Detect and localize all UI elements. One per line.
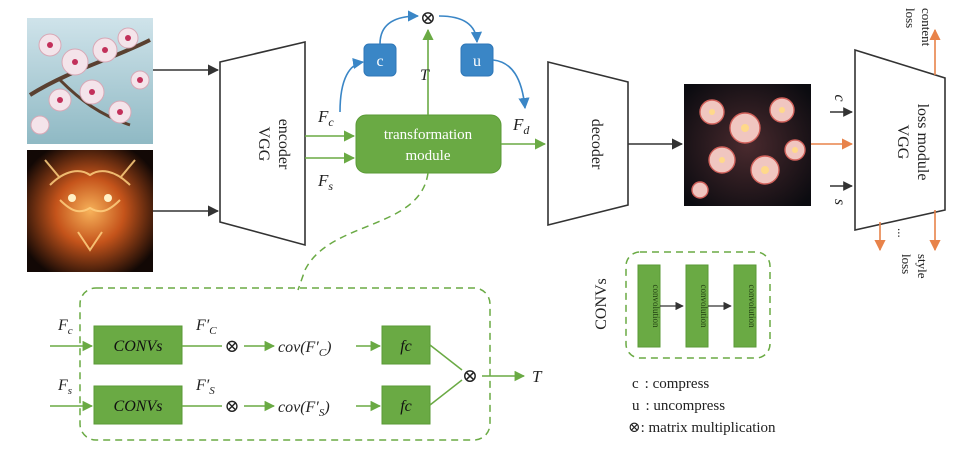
encoder-label-vgg: VGG — [255, 127, 272, 162]
top-multiply-icon: ⊗ — [420, 8, 436, 29]
convs-block-c-label: CONVs — [114, 338, 163, 355]
cov-s-label: cov(F′S) — [278, 399, 330, 419]
conv-layer-2: convolution — [685, 264, 709, 348]
vgg-encoder: VGG encoder — [219, 40, 306, 247]
t-label: T — [420, 67, 430, 84]
final-multiply-icon: ⊗ — [462, 366, 478, 387]
compress-to-multiply-path — [379, 10, 420, 45]
compress-box: c — [363, 43, 397, 77]
fc-c-merge-line — [429, 344, 463, 371]
fc-block-s: fc — [381, 385, 431, 425]
detail-fc-input-label: Fc — [57, 317, 73, 337]
fc-label: Fc — [317, 107, 334, 129]
transformation-label-line1: transformation — [384, 127, 473, 143]
c-input-label: c — [831, 94, 848, 101]
multiply-s-icon: ⊗ — [224, 396, 239, 416]
transformation-label-line2: module — [406, 148, 451, 164]
t-output-label: T — [532, 367, 543, 386]
style-loss-dots: ... — [895, 228, 910, 238]
legend-uncompress: u: uncompress — [632, 398, 725, 414]
style-loss-label-1: style — [915, 254, 930, 279]
conv-layer-1-label: convolution — [651, 285, 661, 328]
decoder-label: decoder — [588, 119, 605, 170]
s-input-label: s — [831, 199, 848, 205]
fc-s-merge-line — [429, 379, 463, 406]
style-loss-label-2: loss — [899, 254, 914, 274]
compress-label: c — [376, 53, 383, 70]
decoder: decoder — [547, 60, 629, 227]
conv-layer-3: convolution — [733, 264, 757, 348]
cov-c-label: cov(F′C) — [278, 339, 331, 359]
detail-connector — [297, 172, 429, 291]
loss-module-label-vgg: VGG — [894, 125, 911, 160]
detail-fs-input-label: Fs — [57, 377, 72, 397]
convs-legend: CONVs convolution convolution convolutio… — [593, 251, 771, 359]
style-image — [27, 150, 153, 272]
output-image — [684, 84, 811, 206]
loss-module-label-loss: loss module — [914, 104, 931, 181]
fc-block-c: fc — [381, 325, 431, 365]
fs-label: Fs — [317, 171, 333, 193]
legend-compress: c: compress — [632, 376, 709, 392]
fc-block-s-label: fc — [400, 398, 412, 415]
convs-block-s-label: CONVs — [114, 398, 163, 415]
content-loss-label-1: content — [919, 8, 934, 47]
fc-block-c-label: fc — [400, 338, 412, 355]
multiply-c-icon: ⊗ — [224, 336, 239, 356]
encoder-label-encoder: encoder — [275, 119, 292, 170]
content-image — [27, 18, 153, 144]
vgg-loss-module: VGG loss module — [854, 48, 946, 231]
fc-to-compress-path — [339, 58, 365, 113]
symbol-legend: c: compress u: uncompress ⊗: matrix mult… — [628, 376, 776, 436]
fs-prime-label: F′S — [195, 377, 215, 397]
transformation-detail-panel: Fc CONVs F′C ⊗ cov(F′C) fc Fs CONVs F′S … — [50, 287, 543, 441]
fc-prime-label: F′C — [195, 317, 217, 337]
conv-layer-3-label: convolution — [747, 285, 757, 328]
legend-multiply: ⊗: matrix multiplication — [628, 420, 776, 436]
convs-block-c: CONVs — [93, 325, 183, 365]
uncompress-label: u — [473, 53, 481, 70]
uncompress-box: u — [460, 43, 494, 77]
content-loss-label-2: loss — [903, 8, 918, 28]
fd-label: Fd — [512, 115, 530, 137]
conv-layer-2-label: convolution — [699, 285, 709, 328]
conv-layer-1: convolution — [637, 264, 661, 348]
convs-legend-title: CONVs — [593, 278, 610, 330]
uncompress-to-fd-path — [492, 59, 530, 110]
transformation-module: transformation module — [355, 114, 502, 174]
convs-block-s: CONVs — [93, 385, 183, 425]
multiply-to-uncompress-path — [438, 15, 483, 44]
